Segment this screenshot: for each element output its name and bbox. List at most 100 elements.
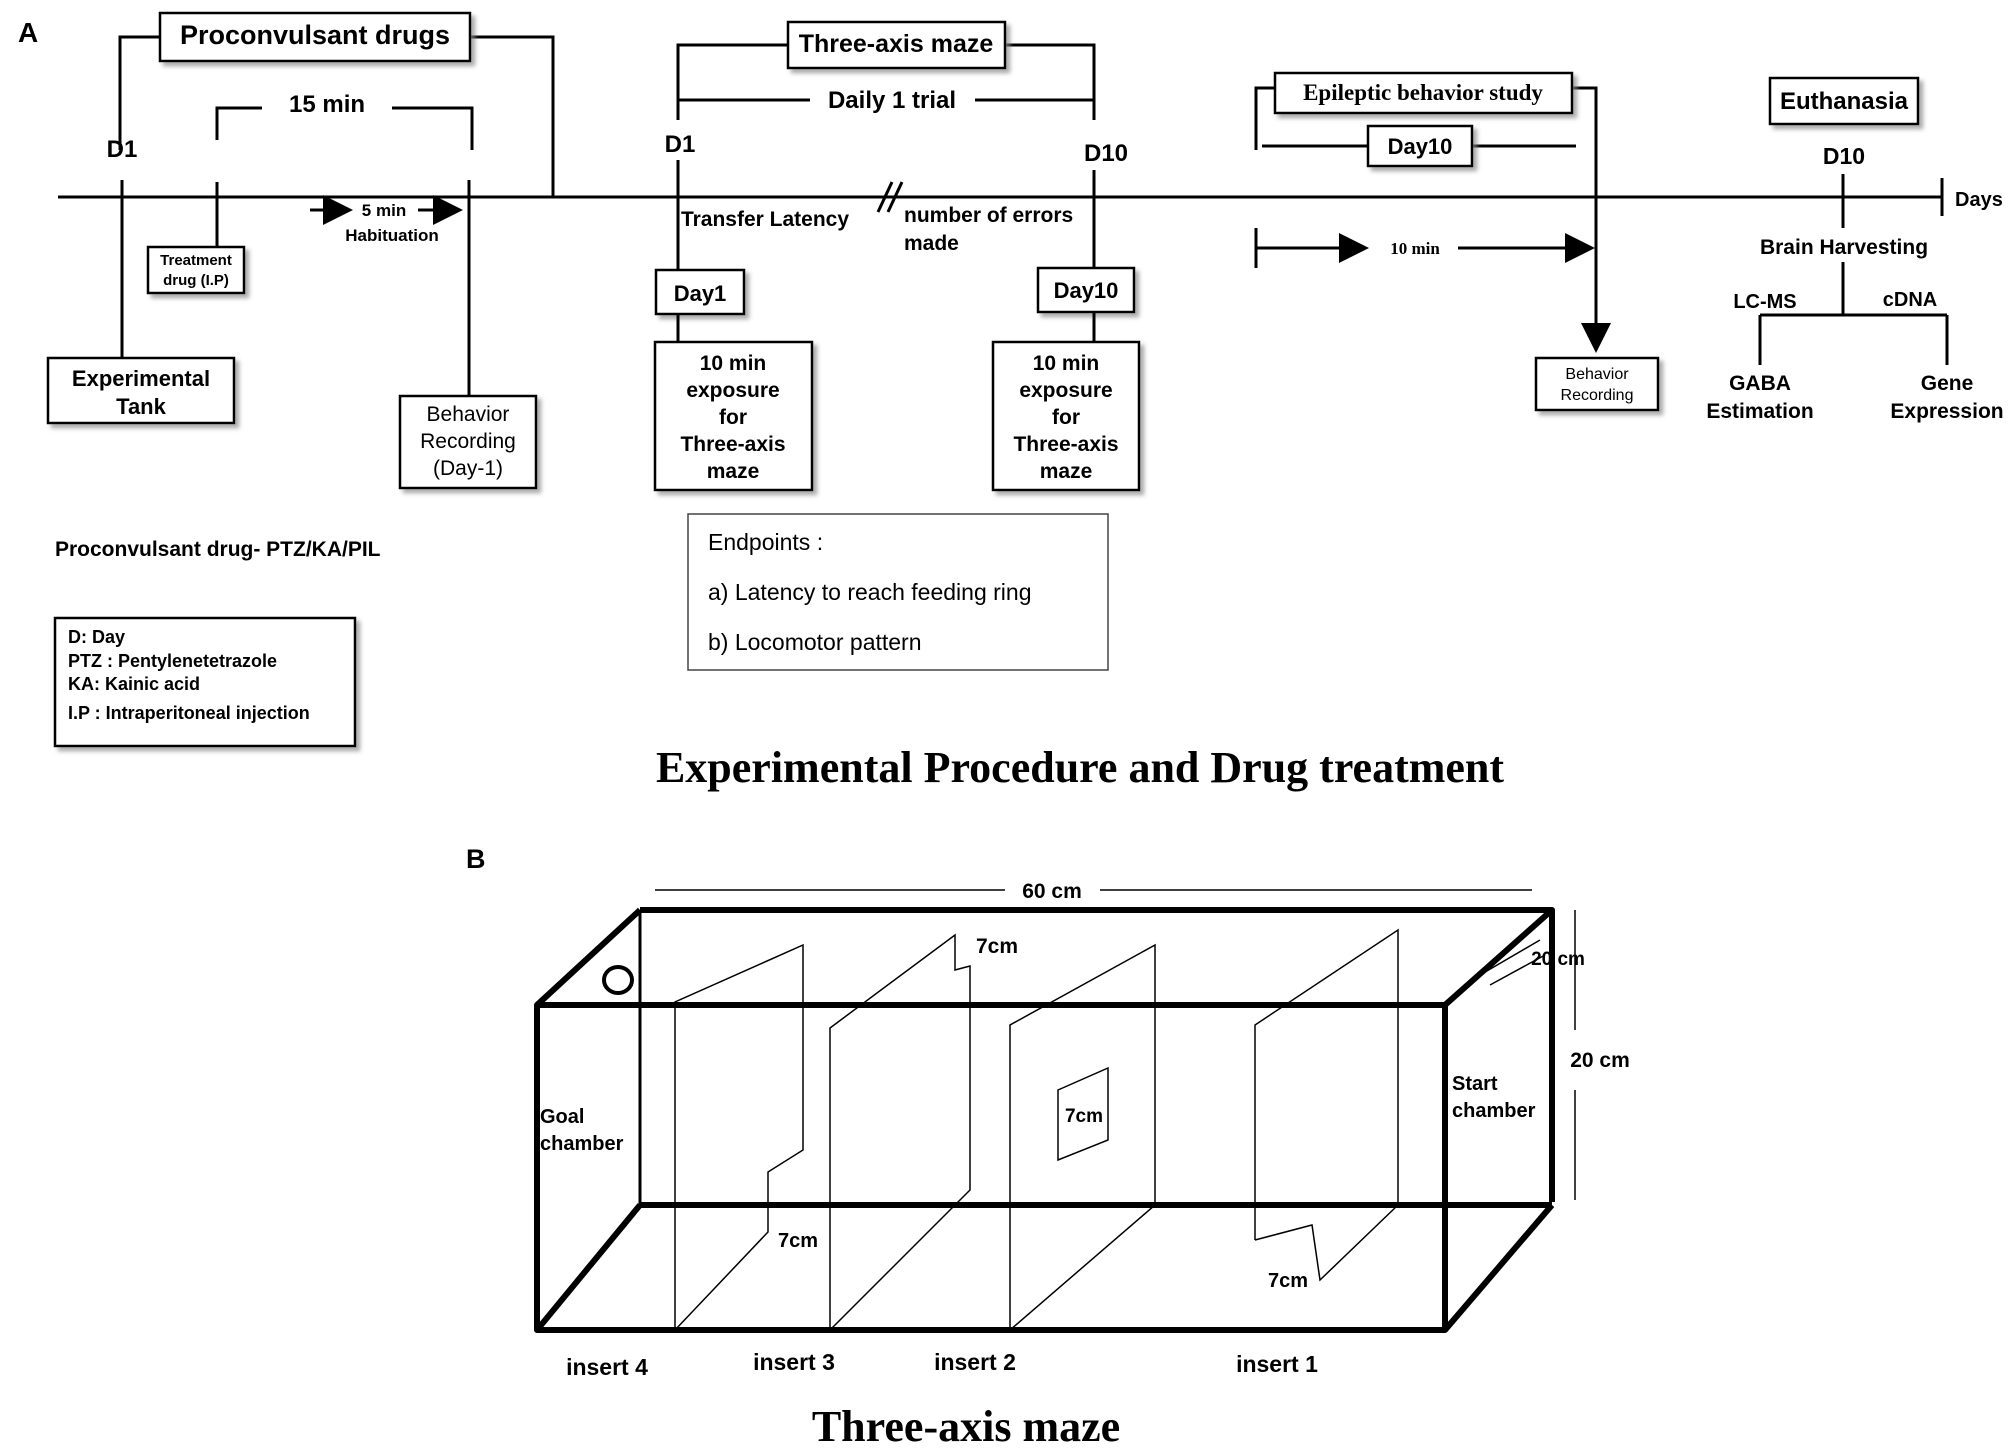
- epi-day10-box: [1366, 124, 1474, 168]
- euthanasia-label: Euthanasia: [1780, 88, 1909, 115]
- exposure-day1-line1: 10 min: [700, 352, 767, 375]
- epi-bracket-left: [1254, 86, 1275, 150]
- legend-line3: KA: Kainic acid: [68, 674, 200, 694]
- legend-line1: D: Day: [68, 627, 125, 647]
- panel-a-caption: Experimental Procedure and Drug treatmen…: [656, 743, 1504, 792]
- exposure-day10-line2: exposure: [1019, 379, 1112, 402]
- epileptic-study-label: Epileptic behavior study: [1303, 80, 1543, 105]
- exposure-box-day1: [653, 340, 814, 492]
- behavior-recording2-box: [1534, 356, 1660, 412]
- feeding-ring: [602, 965, 634, 995]
- maze-bracket-left: [676, 43, 788, 120]
- day10-label: Day10: [1054, 278, 1119, 303]
- epileptic-study-box: [1273, 71, 1574, 115]
- depth-hint-2: [1489, 954, 1546, 986]
- behavior-recording2-line2: Recording: [1561, 387, 1634, 404]
- euthanasia-box: [1768, 76, 1920, 126]
- treatment-drug-line1: Treatment: [160, 252, 232, 269]
- fifteen-min-bracket-right: [392, 106, 474, 150]
- transfer-latency-label: Transfer Latency: [681, 208, 849, 231]
- maze-edge-bottom-right: [1442, 1203, 1555, 1332]
- proconvulsant-note: Proconvulsant drug- PTZ/KA/PIL: [55, 538, 381, 561]
- exposure-day1-line4: Three-axis: [680, 433, 785, 456]
- five-min-label: 5 min: [362, 201, 406, 220]
- proconvulsant-drugs-label: Proconvulsant drugs: [180, 20, 450, 50]
- depth-label: 20 cm: [1531, 949, 1585, 970]
- epi-bracket-right: [1572, 86, 1598, 182]
- panel-a-label: A: [18, 17, 38, 48]
- insert-4-label: insert 4: [566, 1354, 648, 1380]
- errors-line1: number of errors: [904, 204, 1073, 227]
- proconv-bracket-left: [118, 35, 160, 150]
- panel-b-caption: Three-axis maze: [812, 1402, 1120, 1450]
- break-mark-1: [876, 181, 894, 213]
- habituation-label: Habituation: [345, 226, 439, 245]
- d10-right-label: D10: [1823, 143, 1865, 169]
- day10-box: [1036, 266, 1136, 314]
- insert-2-window: [1057, 1066, 1109, 1162]
- insert-2-label: insert 2: [934, 1349, 1016, 1375]
- exposure-day10-line4: Three-axis: [1013, 433, 1118, 456]
- insert-3-gap-label: 7cm: [976, 935, 1018, 958]
- length-label: 60 cm: [1022, 880, 1082, 903]
- goal-chamber-line2: chamber: [540, 1133, 624, 1155]
- insert-4-gap-label: 7cm: [778, 1230, 818, 1252]
- gene-line2: Expression: [1890, 400, 2003, 423]
- epi-10min-label: 10 min: [1390, 239, 1440, 258]
- goal-chamber-line1: Goal: [540, 1106, 584, 1128]
- behavior-recording-line1: Behavior: [427, 403, 510, 426]
- insert-2-gap-label: 7cm: [1065, 1106, 1103, 1127]
- behavior-recording2-line1: Behavior: [1565, 366, 1629, 383]
- maze-edge-top-left: [534, 907, 643, 1008]
- experimental-tank-line2: Tank: [116, 394, 166, 419]
- day1-box: [654, 268, 746, 316]
- treatment-drug-box: [146, 245, 246, 295]
- cdna-label: cDNA: [1883, 289, 1937, 311]
- exposure-box-day10: [991, 340, 1141, 492]
- start-chamber-line1: Start: [1452, 1073, 1498, 1095]
- exposure-day10-line1: 10 min: [1033, 352, 1100, 375]
- endpoint-b: b) Locomotor pattern: [708, 629, 922, 655]
- daily-trial-label: Daily 1 trial: [828, 87, 956, 114]
- legend-line4: I.P : Intraperitoneal injection: [68, 703, 310, 723]
- insert-1-gap-label: 7cm: [1268, 1270, 1308, 1292]
- treatment-drug-line2: drug (I.P): [163, 272, 229, 289]
- maze-back-top-right: [640, 907, 1555, 1202]
- errors-line2: made: [904, 232, 959, 255]
- experimental-tank-box: [46, 356, 236, 425]
- exposure-day1-line3: for: [719, 406, 747, 429]
- fifteen-min-bracket-left: [215, 106, 262, 140]
- maze-edge-top-right: [1443, 907, 1554, 1008]
- maze-front-face: [534, 1002, 1448, 1333]
- exposure-day10-line5: maze: [1040, 460, 1093, 483]
- maze-bracket-right: [1005, 43, 1096, 120]
- days-label: Days: [1955, 189, 2003, 211]
- endpoints-title: Endpoints :: [708, 529, 823, 555]
- lcms-label: LC-MS: [1733, 291, 1796, 313]
- behavior-recording-box: [398, 394, 538, 490]
- insert-1-panel: [1254, 928, 1399, 1282]
- three-axis-maze-label: Three-axis maze: [799, 30, 994, 58]
- fifteen-min-label: 15 min: [289, 91, 365, 118]
- height-label: 20 cm: [1570, 1049, 1630, 1072]
- behavior-recording-line3: (Day-1): [433, 457, 503, 480]
- insert-1-label: insert 1: [1236, 1351, 1318, 1377]
- behavior-recording-line2: Recording: [420, 430, 516, 453]
- exposure-day1-line5: maze: [707, 460, 760, 483]
- d10-mid-label: D10: [1084, 140, 1128, 167]
- endpoint-a: a) Latency to reach feeding ring: [708, 579, 1031, 605]
- brain-harvesting-label: Brain Harvesting: [1760, 236, 1928, 259]
- panel-b-label: B: [466, 844, 486, 874]
- exposure-day10-line3: for: [1052, 406, 1080, 429]
- start-chamber-line2: chamber: [1452, 1100, 1536, 1122]
- proconvulsant-drugs-box: [158, 11, 472, 63]
- proconv-bracket-right: [470, 35, 555, 197]
- maze-edge-bottom-left: [534, 1203, 643, 1332]
- experimental-tank-line1: Experimental: [72, 366, 210, 391]
- legend-line2: PTZ : Pentylenetetrazole: [68, 651, 277, 671]
- legend-box: [53, 616, 357, 748]
- break-mark-2: [886, 181, 904, 213]
- gaba-line2: Estimation: [1706, 400, 1813, 423]
